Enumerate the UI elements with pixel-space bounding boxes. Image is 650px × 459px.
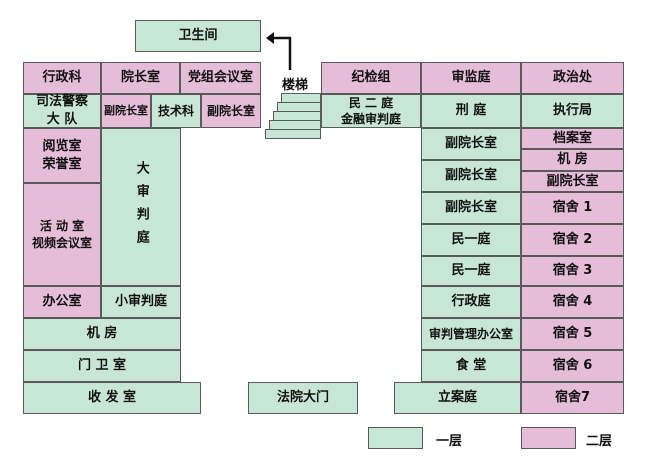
- room-machine-small: 机 房: [521, 149, 624, 171]
- room-dorm4: 宿舍 4: [521, 286, 624, 318]
- room-canteen-label: 食 堂: [455, 358, 487, 374]
- room-main-gate: 法院大门: [248, 382, 358, 414]
- room-mailroom-label: 收 发 室: [87, 390, 137, 406]
- room-dorm1: 宿舍 1: [521, 192, 624, 224]
- room-gate-guard-label: 门 卫 室: [77, 358, 127, 374]
- room-vp2: 副院长室: [201, 94, 261, 128]
- room-criminal-label: 刑 庭: [455, 103, 487, 119]
- room-president-label: 院长室: [120, 70, 160, 86]
- room-mailroom: 收 发 室: [23, 382, 201, 414]
- legend-label-floor1: 一层: [436, 434, 463, 449]
- room-dorm6-label: 宿舍 6: [552, 358, 593, 374]
- room-vp1-label: 副院长室: [104, 103, 148, 117]
- room-civil2-finance-label: 民 二 庭 金融审判庭: [340, 95, 401, 126]
- room-dorm4-label: 宿舍 4: [552, 294, 593, 310]
- room-party-label: 党组会议室: [187, 70, 253, 86]
- room-police: 司法警察 大 队: [23, 94, 101, 128]
- room-civil2-finance: 民 二 庭 金融审判庭: [321, 94, 421, 128]
- room-vp5-label: 副院长室: [444, 200, 497, 216]
- room-reading-label: 阅览室 荣誉室: [42, 138, 82, 172]
- room-dorm3-label: 宿舍 3: [552, 263, 593, 279]
- room-dorm2: 宿舍 2: [521, 224, 624, 256]
- room-execution: 执行局: [521, 94, 624, 128]
- room-discipline-label: 纪检组: [351, 70, 391, 86]
- room-big-court: 大审判庭: [101, 128, 181, 286]
- room-dorm5-label: 宿舍 5: [552, 326, 593, 342]
- room-admin-court: 行政庭: [421, 286, 521, 318]
- legend-swatch-floor2: [521, 427, 576, 449]
- room-civil1-a: 民一庭: [421, 224, 521, 256]
- room-vp-small: 副院长室: [521, 171, 624, 192]
- arrow-icon: [266, 32, 292, 70]
- stair-step: [265, 129, 321, 139]
- legend-label-floor2: 二层: [586, 434, 613, 449]
- room-vp3: 副院长室: [421, 128, 521, 160]
- room-vp1: 副院长室: [101, 94, 151, 128]
- room-trial-mgmt-label: 审判管理办公室: [428, 326, 513, 341]
- room-supervision: 审监庭: [421, 62, 521, 94]
- room-civil1-b: 民一庭: [421, 256, 521, 286]
- room-filing: 立案庭: [394, 382, 521, 414]
- room-machine-small-label: 机 房: [557, 152, 588, 168]
- room-civil1-a-label: 民一庭: [451, 232, 491, 248]
- room-archives: 档案室: [521, 128, 624, 149]
- room-admin-court-label: 行政庭: [451, 294, 491, 310]
- room-admin: 行政科: [23, 62, 101, 94]
- room-politics: 政治处: [521, 62, 624, 94]
- room-dorm7: 宿舍7: [521, 382, 624, 414]
- room-criminal: 刑 庭: [421, 94, 521, 128]
- room-president: 院长室: [101, 62, 180, 94]
- room-filing-label: 立案庭: [437, 390, 477, 406]
- room-civil1-b-label: 民一庭: [451, 263, 491, 279]
- room-big-court-label: 大审判庭: [133, 161, 149, 253]
- room-police-label: 司法警察 大 队: [35, 94, 88, 127]
- room-politics-label: 政治处: [552, 70, 592, 86]
- room-archives-label: 档案室: [552, 130, 592, 146]
- room-activity: 活 动 室 视频会议室: [23, 183, 101, 286]
- room-vp2-label: 副院长室: [206, 103, 255, 118]
- room-office: 办公室: [23, 286, 101, 318]
- room-vp4-label: 副院长室: [444, 168, 497, 184]
- legend-swatch-floor1: [368, 427, 423, 449]
- room-vp5: 副院长室: [421, 192, 521, 224]
- room-dorm1-label: 宿舍 1: [552, 200, 593, 216]
- room-activity-label: 活 动 室 视频会议室: [31, 219, 92, 250]
- room-dorm6: 宿舍 6: [521, 350, 624, 382]
- room-canteen: 食 堂: [421, 350, 521, 382]
- room-machine: 机 房: [23, 318, 181, 350]
- room-dorm3: 宿舍 3: [521, 256, 624, 286]
- room-admin-label: 行政科: [42, 70, 82, 86]
- room-reading: 阅览室 荣誉室: [23, 128, 101, 183]
- room-vp3-label: 副院长室: [444, 136, 497, 152]
- room-dorm7-label: 宿舍7: [554, 390, 591, 406]
- room-execution-label: 执行局: [552, 103, 592, 119]
- room-dorm5: 宿舍 5: [521, 318, 624, 350]
- room-small-court: 小审判庭: [101, 286, 181, 318]
- room-toilet-label: 卫生间: [178, 28, 218, 44]
- room-discipline: 纪检组: [321, 62, 421, 94]
- room-gate-guard: 门 卫 室: [23, 350, 181, 382]
- room-office-label: 办公室: [42, 294, 82, 310]
- room-small-court-label: 小审判庭: [114, 294, 167, 310]
- room-party: 党组会议室: [180, 62, 261, 94]
- room-machine-label: 机 房: [86, 326, 118, 342]
- room-toilet: 卫生间: [135, 20, 261, 52]
- room-tech-label: 技术科: [157, 103, 194, 118]
- room-tech: 技术科: [151, 94, 201, 128]
- room-trial-mgmt: 审判管理办公室: [421, 318, 521, 350]
- room-vp-small-label: 副院长室: [546, 173, 599, 189]
- room-main-gate-label: 法院大门: [276, 390, 329, 406]
- room-vp4: 副院长室: [421, 160, 521, 192]
- stairs-label: 楼梯: [282, 78, 309, 93]
- room-supervision-label: 审监庭: [451, 70, 491, 86]
- room-dorm2-label: 宿舍 2: [552, 232, 593, 248]
